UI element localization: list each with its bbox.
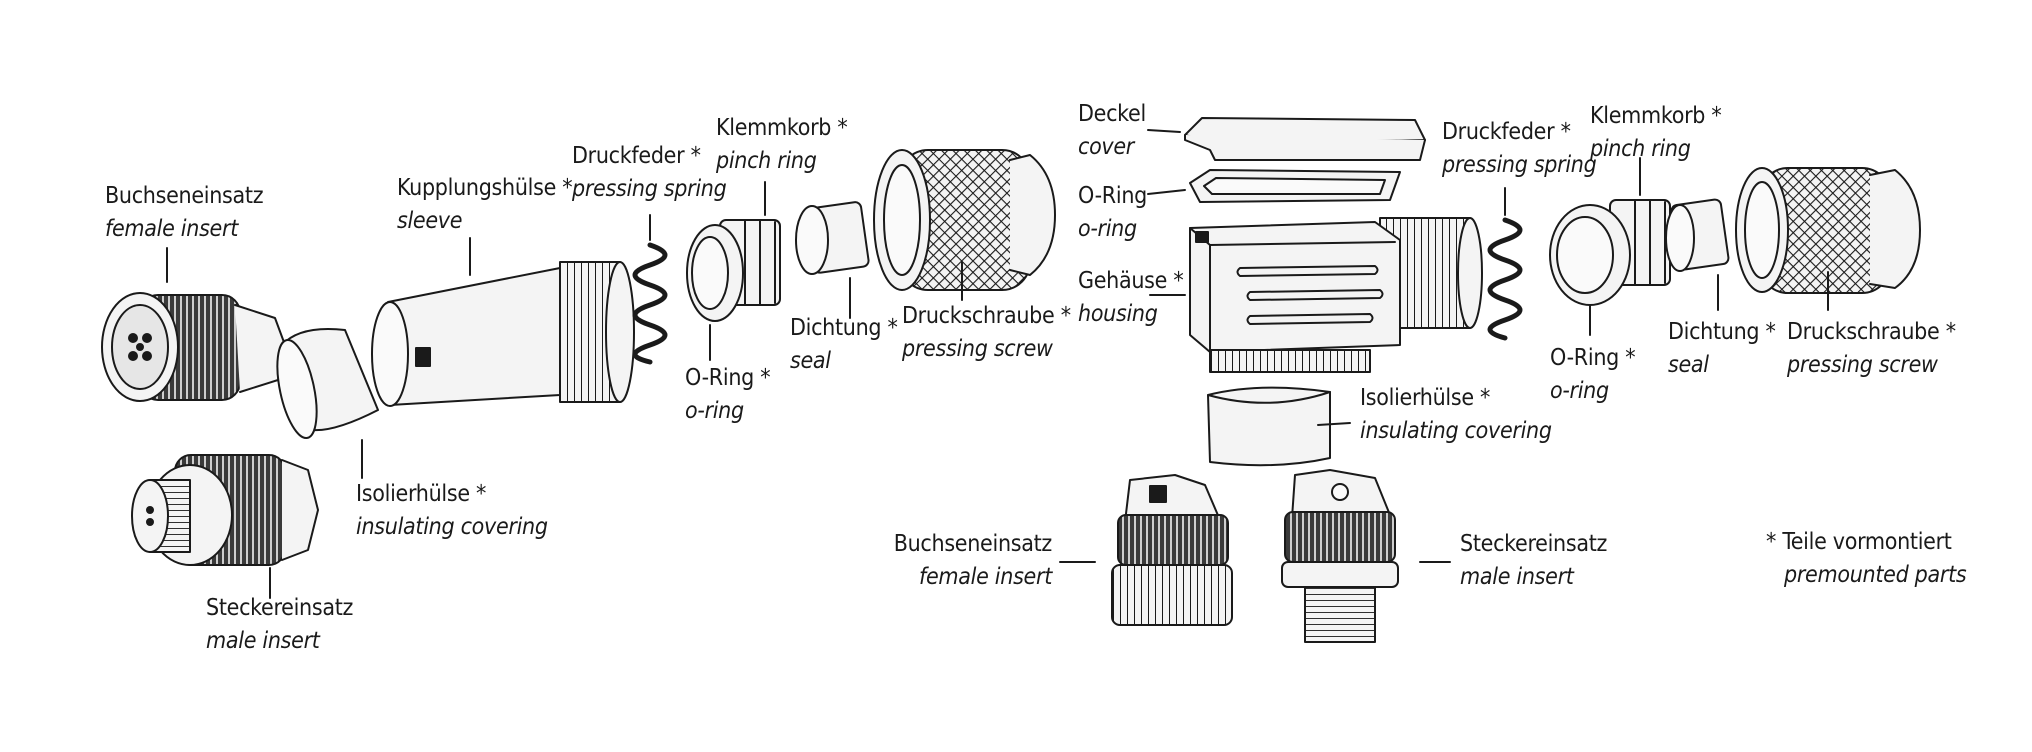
label-de: Isolierhülse *: [356, 481, 487, 507]
right-seal-part: [1665, 198, 1730, 272]
label-en: pressing spring: [1442, 152, 1597, 178]
label-de: O-Ring *: [1550, 345, 1636, 371]
label-en: cover: [1078, 134, 1135, 160]
footnote-en: premounted parts: [1784, 562, 1967, 588]
right-spring-part: [1487, 217, 1523, 341]
label-en: insulating covering: [356, 514, 548, 540]
label-en: male insert: [206, 628, 320, 654]
label-cover: Deckel cover: [1078, 98, 1146, 164]
label-de: Dichtung *: [790, 315, 898, 341]
left-male-insert-part: [131, 454, 319, 566]
left-insulating-covering-part: [276, 328, 379, 440]
label-left-pinch-ring: Klemmkorb * pinch ring: [716, 112, 848, 178]
label-de: Steckereinsatz: [206, 595, 354, 621]
label-left-insulating-covering: Isolierhülse * insulating covering: [356, 478, 548, 544]
cover-part: [1184, 117, 1426, 161]
left-seal-part: [795, 201, 870, 275]
right-female-insert-part: [1111, 474, 1233, 626]
label-left-pressing-screw: Druckschraube * pressing screw: [902, 300, 1071, 366]
left-female-insert-part: [101, 292, 286, 402]
label-de: Steckereinsatz: [1460, 531, 1608, 557]
label-left-female-insert: Buchseneinsatz female insert: [105, 180, 264, 246]
label-right-seal: Dichtung * seal: [1668, 316, 1776, 382]
label-de: Druckfeder *: [572, 143, 701, 169]
label-de: Deckel: [1078, 101, 1146, 127]
label-en: insulating covering: [1360, 418, 1552, 444]
label-de: Buchseneinsatz: [105, 183, 264, 209]
label-en: female insert: [105, 216, 238, 242]
footnote-premounted: * Teile vormontiert premounted parts: [1766, 526, 1967, 592]
label-right-insulating-covering: Isolierhülse * insulating covering: [1360, 382, 1552, 448]
label-de: Buchseneinsatz: [893, 531, 1053, 557]
label-en: seal: [1668, 352, 1709, 378]
label-top-o-ring: O-Ring o-ring: [1078, 180, 1147, 246]
label-de: O-Ring *: [685, 365, 771, 391]
left-pressing-screw-part: [873, 149, 1056, 291]
right-pressing-screw-part: [1735, 167, 1921, 294]
label-en: female insert: [919, 564, 1052, 590]
label-en: o-ring: [685, 398, 744, 424]
label-right-o-ring: O-Ring * o-ring: [1550, 342, 1636, 408]
label-right-pressing-screw: Druckschraube * pressing screw: [1787, 316, 1956, 382]
label-en: pinch ring: [1590, 136, 1691, 162]
label-en: pressing screw: [1787, 352, 1938, 378]
label-housing: Gehäuse * housing: [1078, 265, 1184, 331]
label-en: sleeve: [397, 208, 463, 234]
housing-part: [1189, 217, 1483, 373]
label-en: male insert: [1460, 564, 1574, 590]
label-en: pinch ring: [716, 148, 817, 174]
label-de: Klemmkorb *: [716, 115, 848, 141]
label-de: Klemmkorb *: [1590, 103, 1722, 129]
right-insulating-covering-part: [1207, 386, 1331, 467]
label-en: o-ring: [1078, 216, 1137, 242]
left-spring-part: [632, 242, 668, 365]
label-de: Druckschraube *: [902, 303, 1071, 329]
label-de: Druckschraube *: [1787, 319, 1956, 345]
left-pinch-ring-part: [686, 219, 781, 322]
right-male-insert-part: [1281, 469, 1399, 643]
label-left-o-ring: O-Ring * o-ring: [685, 362, 771, 428]
label-left-male-insert: Steckereinsatz male insert: [206, 592, 353, 658]
label-right-pressing-spring: Druckfeder * pressing spring: [1442, 116, 1597, 182]
label-right-male-insert: Steckereinsatz male insert: [1460, 528, 1607, 594]
right-pinch-ring-part: [1549, 199, 1671, 306]
label-en: seal: [790, 348, 831, 374]
label-de: Isolierhülse *: [1360, 385, 1491, 411]
label-en: housing: [1078, 301, 1158, 327]
label-left-seal: Dichtung * seal: [790, 312, 898, 378]
label-sleeve: Kupplungshülse * sleeve: [397, 172, 573, 238]
label-right-female-insert: Buchseneinsatz female insert: [880, 528, 1053, 594]
label-en: pressing screw: [902, 336, 1053, 362]
label-de: Druckfeder *: [1442, 119, 1571, 145]
label-de: O-Ring: [1078, 183, 1147, 209]
label-de: Dichtung *: [1668, 319, 1776, 345]
label-de: Kupplungshülse *: [397, 175, 573, 201]
label-en: pressing spring: [572, 176, 727, 202]
label-de: Gehäuse *: [1078, 268, 1184, 294]
sleeve-part: [371, 261, 635, 407]
label-en: o-ring: [1550, 378, 1609, 404]
footnote-de: * Teile vormontiert: [1766, 529, 1952, 555]
label-left-pressing-spring: Druckfeder * pressing spring: [572, 140, 727, 206]
label-right-pinch-ring: Klemmkorb * pinch ring: [1590, 100, 1722, 166]
top-o-ring-part: [1189, 169, 1401, 203]
